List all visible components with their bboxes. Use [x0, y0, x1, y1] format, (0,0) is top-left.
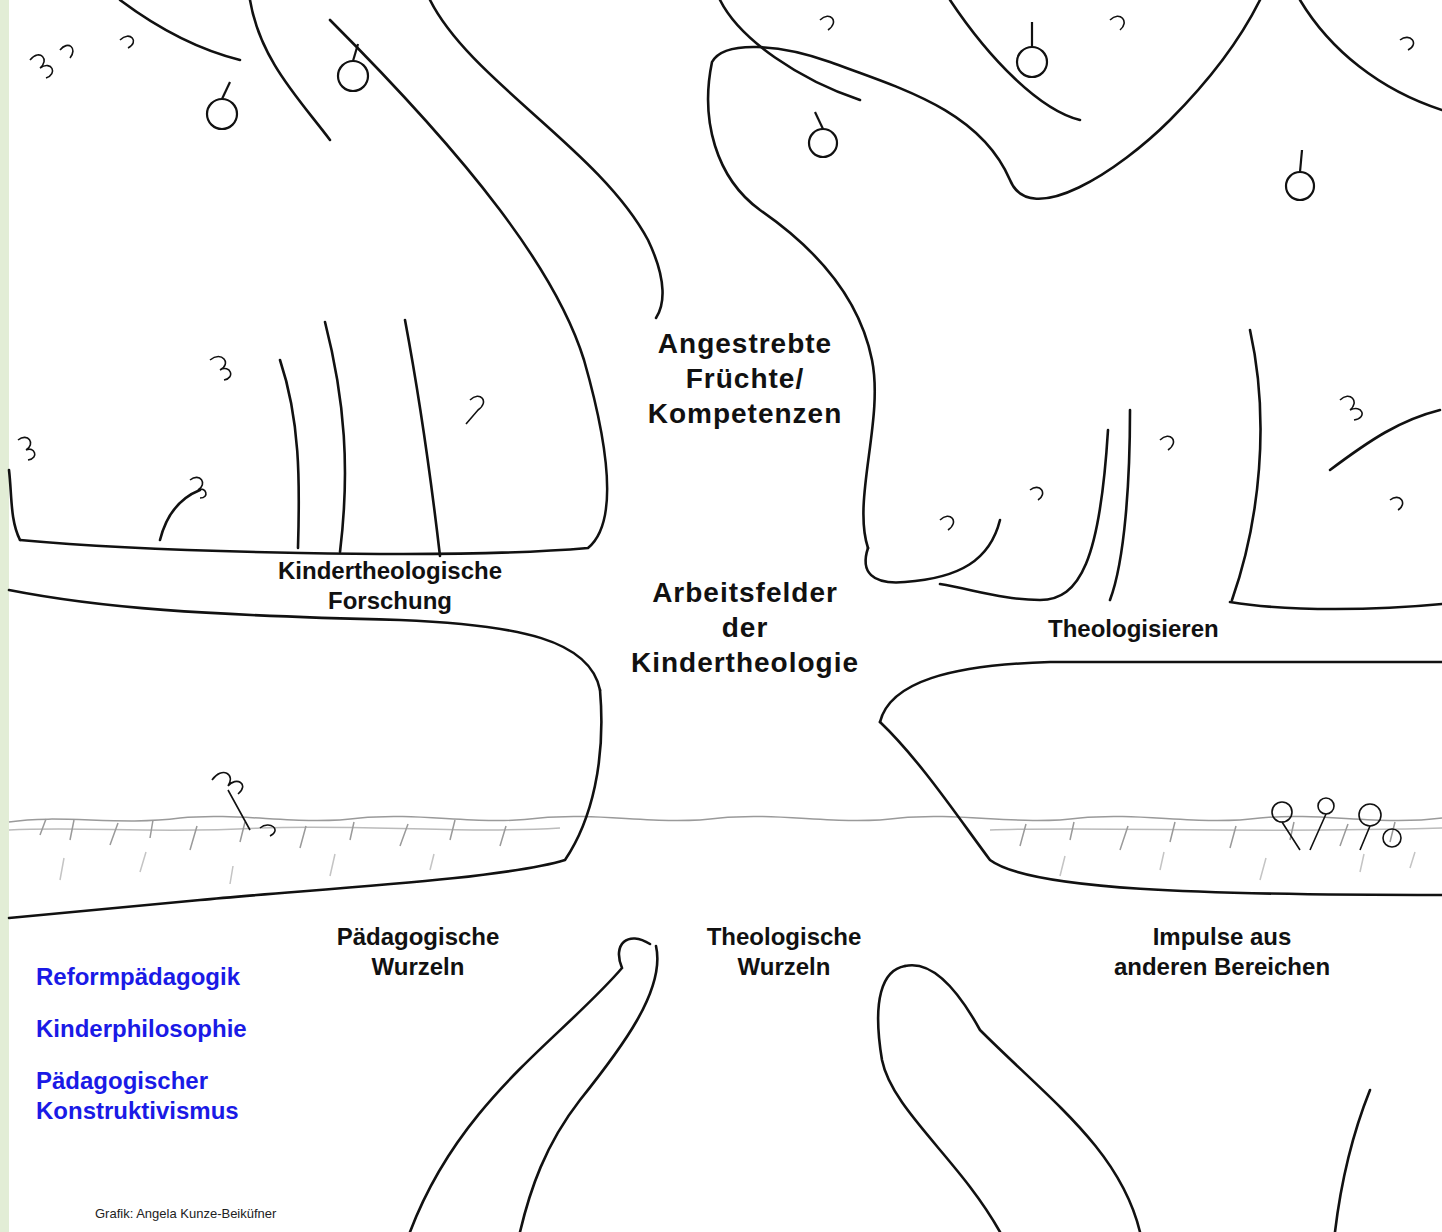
root-label: Pädagogische Wurzeln — [318, 922, 518, 982]
page-border — [0, 0, 9, 1232]
trunk-label: Arbeitsfelder der Kindertheologie — [628, 575, 862, 680]
branch-label: Kindertheologische Forschung — [270, 556, 510, 616]
root-item: Pädagogischer Konstruktivismus — [36, 1066, 276, 1126]
apples — [207, 22, 1314, 200]
caption: Grafik: Angela Kunze-Beiküfner — [95, 1206, 495, 1222]
root-label: Impulse aus anderen Bereichen — [1109, 922, 1335, 982]
fruit-label: Angestrebte Früchte/ Kompetenzen — [628, 326, 862, 431]
tree-outline — [9, 0, 1442, 1232]
ground-sketch — [9, 816, 1442, 884]
branch-label: Theologisieren — [1048, 614, 1348, 644]
root-item: Kinderphilosophie — [36, 1014, 296, 1044]
leaves-and-flowers — [18, 16, 1413, 850]
root-item: Reformpädagogik — [36, 962, 296, 992]
root-label: Theologische Wurzeln — [689, 922, 879, 982]
